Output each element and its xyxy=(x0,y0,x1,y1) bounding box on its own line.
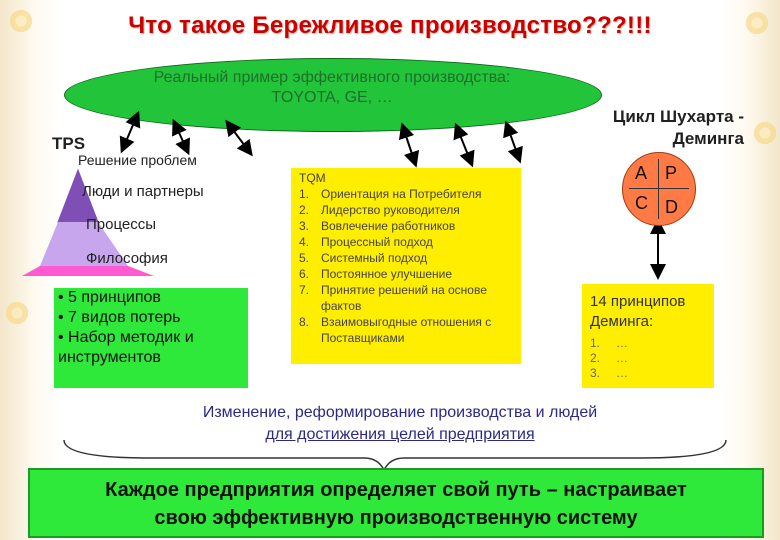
arrow-3 xyxy=(225,119,253,157)
decor-flower-icon xyxy=(752,120,778,146)
list-item: 8. Взаимовыгодные отношения с Поставщикам… xyxy=(299,314,521,346)
list-text: Лидерство руководителя xyxy=(321,203,460,217)
list-item: 3. Вовлечение работников xyxy=(299,218,521,234)
list-item: 3. … xyxy=(590,366,714,381)
decor-flower-icon xyxy=(8,8,34,34)
list-item: 1. … xyxy=(590,336,714,351)
list-number: 5. xyxy=(299,251,310,265)
conclusion-line-1: Каждое предприятия определяет свой путь … xyxy=(105,479,687,501)
pdca-check: C xyxy=(635,193,648,213)
pdca-circle: A P C D xyxy=(622,152,696,226)
deming-heading-line-2: Деминга: xyxy=(590,313,654,330)
pyramid-level-people: Люди и партнеры xyxy=(82,183,204,200)
change-statement: Изменение, реформирование производства и… xyxy=(130,402,670,446)
list-item: 7. Принятие решений на основе фактов xyxy=(299,282,521,314)
pdca-divider-vertical xyxy=(658,159,659,219)
decor-flower-icon xyxy=(4,300,30,326)
list-number: 8. xyxy=(299,315,310,329)
list-text: Взаимовыгодные отношения с Поставщиками xyxy=(321,315,492,345)
arrow-5 xyxy=(453,122,475,168)
pyramid-level-processes: Процессы xyxy=(86,216,157,233)
list-item: 1. Ориентация на Потребителя xyxy=(299,186,521,202)
deming-heading-line-1: 14 принципов xyxy=(590,293,686,310)
example-ellipse-text: Реальный пример эффективного производств… xyxy=(64,68,600,108)
list-text: Ориентация на Потребителя xyxy=(321,187,482,201)
list-number: 1. xyxy=(299,187,310,201)
decor-flower-icon xyxy=(744,10,770,36)
list-text: Вовлечение работников xyxy=(321,219,456,233)
list-item: 2. Лидерство руководителя xyxy=(299,202,521,218)
deming-box: 14 принципов Деминга: 1. … 2. … 3. … xyxy=(582,284,714,388)
tqm-box: TQM 1. Ориентация на Потребителя 2. Лидерс… xyxy=(291,168,521,364)
principles-item: • 5 принципов xyxy=(58,289,161,306)
list-number: 4. xyxy=(299,235,310,249)
list-item: 6. Постоянное улучшение xyxy=(299,266,521,282)
tqm-list: 1. Ориентация на Потребителя 2. Лидерство … xyxy=(291,186,521,346)
change-line-1: Изменение, реформирование производства и… xyxy=(202,404,598,421)
deming-list: 1. … 2. … 3. … xyxy=(582,332,714,381)
cycle-title-line-2: Деминга xyxy=(672,129,744,148)
cycle-title-line-1: Цикл Шухарта - xyxy=(612,107,744,126)
list-text: … xyxy=(616,336,628,350)
arrow-1 xyxy=(119,110,141,154)
pyramid-bottom xyxy=(22,266,154,276)
cycle-title: Цикл Шухарта - Деминга xyxy=(560,106,744,150)
pdca-divider-horizontal xyxy=(629,188,689,189)
list-item: 5. Системный подход xyxy=(299,250,521,266)
list-item: 4. Процессный подход xyxy=(299,234,521,250)
list-text: … xyxy=(616,366,628,380)
change-line-2: для достижения целей предприятия xyxy=(265,426,535,443)
pyramid-level-philosophy: Философия xyxy=(86,250,168,267)
conclusion-box: Каждое предприятия определяет свой путь … xyxy=(28,468,764,538)
principles-box: • 5 принципов • 7 видов потерь • Набор м… xyxy=(54,288,248,388)
conclusion-line-2: свою эффективную производственную систем… xyxy=(154,507,638,529)
principles-item: инструментов xyxy=(58,349,161,366)
example-ellipse xyxy=(64,58,602,132)
list-text: Процессный подход xyxy=(321,235,433,249)
problem-solving-label: Решение проблем xyxy=(78,152,197,168)
list-item: 2. … xyxy=(590,351,714,366)
slide-title: Что такое Бережливое производство???!!! xyxy=(128,12,652,39)
principles-item: • 7 видов потерь xyxy=(58,309,181,326)
arrow-6 xyxy=(503,120,523,164)
list-number: 3. xyxy=(299,219,310,233)
list-text: … xyxy=(616,351,628,365)
pyramid-middle xyxy=(40,222,128,266)
list-number: 2. xyxy=(299,203,310,217)
list-number: 3. xyxy=(590,366,601,380)
tps-label: TPS xyxy=(52,134,86,153)
list-text: Системный подход xyxy=(321,251,428,265)
list-text: Принятие решений на основе фактов xyxy=(321,283,487,313)
list-number: 1. xyxy=(590,336,601,350)
list-number: 6. xyxy=(299,267,310,281)
list-number: 2. xyxy=(590,351,601,365)
list-number: 7. xyxy=(299,283,310,297)
tqm-heading: TQM xyxy=(299,171,326,185)
ellipse-line-1: Реальный пример эффективного производств… xyxy=(153,69,511,86)
arrow-2 xyxy=(172,118,190,156)
deming-heading: 14 принципов Деминга: xyxy=(582,284,714,332)
arrow-4 xyxy=(398,122,420,168)
pdca-do: D xyxy=(665,197,678,217)
principles-item: • Набор методик и xyxy=(58,329,194,346)
list-text: Постоянное улучшение xyxy=(321,267,453,281)
ellipse-line-2: TOYOTA, GE, … xyxy=(271,89,393,106)
pdca-plan: P xyxy=(665,163,678,183)
pdca-act: A xyxy=(635,163,648,183)
